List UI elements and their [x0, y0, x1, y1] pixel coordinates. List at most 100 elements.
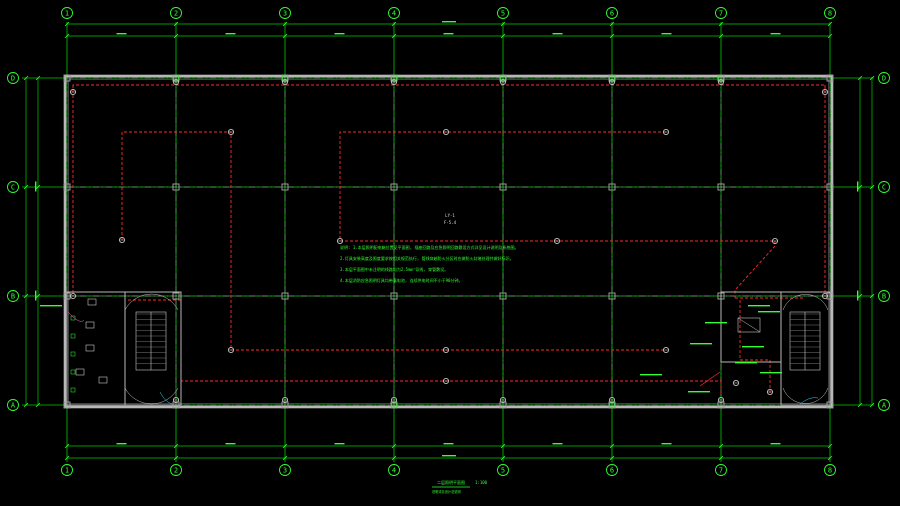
dim-text-mark [661, 443, 672, 445]
structural-column [826, 183, 834, 191]
dim-tick [609, 455, 615, 461]
axis-bubble-top-1 [61, 7, 73, 19]
light-fixture-icon [608, 78, 616, 86]
stair-landing-arc [124, 387, 179, 405]
structural-column [63, 183, 71, 191]
dim-tick [391, 21, 397, 27]
note-line-4: 4.本层消防应急照明灯具均带蓄电池, 连续供电时间不小于90分钟。 [340, 277, 462, 283]
dim-tick [857, 293, 863, 299]
drawing-subtitle: 说明详见设计总说明 [432, 489, 461, 494]
structural-column [608, 74, 616, 82]
dim-tick [64, 33, 70, 39]
axis-bubble-left-A [7, 399, 19, 411]
light-fixture-icon [766, 388, 774, 396]
axis-bubble-bottom-8 [824, 464, 836, 476]
stair-landing-arc [782, 294, 829, 311]
circuit-leader [699, 371, 721, 387]
structural-column [499, 292, 507, 300]
light-fixture-icon [662, 128, 670, 136]
dim-tick [391, 443, 397, 449]
dim-text-mark [225, 33, 236, 35]
axis-bubble-right-A [878, 399, 890, 411]
note-line-1: 说明: 1.本层照明配电箱位置见平面图, 插座回路及应急照明回路敷设方式详见设计… [340, 244, 518, 250]
dim-text-mark [857, 181, 859, 192]
wall-device-tag [391, 75, 397, 81]
room-label: LY-1 F-5.4 [444, 213, 457, 225]
axis-bubble-left-B-label: B [11, 292, 15, 300]
sanitary-fixture [75, 368, 85, 376]
dim-tick [827, 443, 833, 449]
dim-tick [282, 443, 288, 449]
drawing-scale: 1:100 [475, 480, 488, 485]
dim-tick [609, 21, 615, 27]
light-fixture-icon [821, 88, 829, 96]
dim-text-mark [35, 290, 37, 301]
axis-bubble-left-A-label: A [11, 401, 16, 409]
toilet-exhaust-fan [70, 387, 76, 393]
equipment-tag-mark [735, 362, 757, 364]
dim-text-mark [552, 443, 563, 445]
axis-bubble-bottom-2-label: 2 [174, 466, 178, 474]
stair-and-toilet-rooms-layer [40, 291, 831, 406]
wall-device-tag [718, 75, 724, 81]
axis-bubble-right-B-label: B [882, 292, 886, 300]
light-fixture-icon [118, 236, 126, 244]
dim-tick [173, 455, 179, 461]
axis-bubble-left-D [7, 72, 19, 84]
axis-bubble-top-6-label: 6 [610, 9, 614, 17]
light-fixture-icon [717, 78, 725, 86]
light-fixture-icon [227, 128, 235, 136]
structural-column [717, 183, 725, 191]
dim-tick [827, 33, 833, 39]
toilet-door-swing [67, 311, 85, 322]
axis-bubble-bottom-5-label: 5 [501, 466, 505, 474]
dim-tick [500, 21, 506, 27]
dim-tick [500, 33, 506, 39]
structural-column [608, 401, 616, 409]
structural-column [63, 74, 71, 82]
dim-text-mark [116, 33, 127, 35]
dim-tick [718, 443, 724, 449]
room-label-bottom: F-5.4 [444, 220, 457, 225]
axis-bubble-bottom-1 [61, 464, 73, 476]
axis-bubble-left-C-label: C [11, 183, 15, 191]
equipment-tag-mark [742, 346, 764, 348]
dim-text-mark [334, 33, 345, 35]
drawing-title: 二层照明平面图 [437, 479, 465, 485]
note-line-2: 2.灯具安装高度及照度要求按相关规范执行, 管线穿越防火分区时应做防火封堵处理并… [340, 255, 514, 261]
light-fixture-icon [442, 128, 450, 136]
structural-column [172, 292, 180, 300]
axis-bubble-left-B [7, 290, 19, 302]
light-fixture-icon [499, 396, 507, 404]
dim-text-mark [552, 33, 563, 35]
axis-bubble-top-2-label: 2 [174, 9, 178, 17]
dim-text-mark [857, 290, 859, 301]
axis-bubble-bottom-7-label: 7 [719, 466, 723, 474]
dim-tick [391, 33, 397, 39]
stair-landing-arc [124, 293, 179, 311]
walls-layer [63, 74, 834, 409]
structural-column [390, 183, 398, 191]
dim-tick [857, 75, 863, 81]
equipment-tag-mark [705, 322, 727, 324]
dim-text-mark [116, 443, 127, 445]
distribution-panel-icon [737, 317, 761, 333]
axis-bubble-bottom-4-label: 4 [392, 466, 396, 474]
axis-bubble-top-5 [497, 7, 509, 19]
dim-tick [64, 455, 70, 461]
light-fixture-icon [69, 292, 77, 300]
light-fixtures-layer [69, 75, 829, 408]
structural-column [499, 401, 507, 409]
toilet-exhaust-fan [70, 315, 76, 321]
light-fixture-icon [336, 237, 344, 245]
light-fixture-icon [172, 396, 180, 404]
wall-device-tag [282, 75, 288, 81]
structural-column [608, 183, 616, 191]
dim-tick [64, 21, 70, 27]
dim-tick [35, 293, 41, 299]
structural-column [390, 401, 398, 409]
dim-tick [869, 402, 875, 408]
structural-column [499, 183, 507, 191]
dim-text-mark [35, 181, 37, 192]
